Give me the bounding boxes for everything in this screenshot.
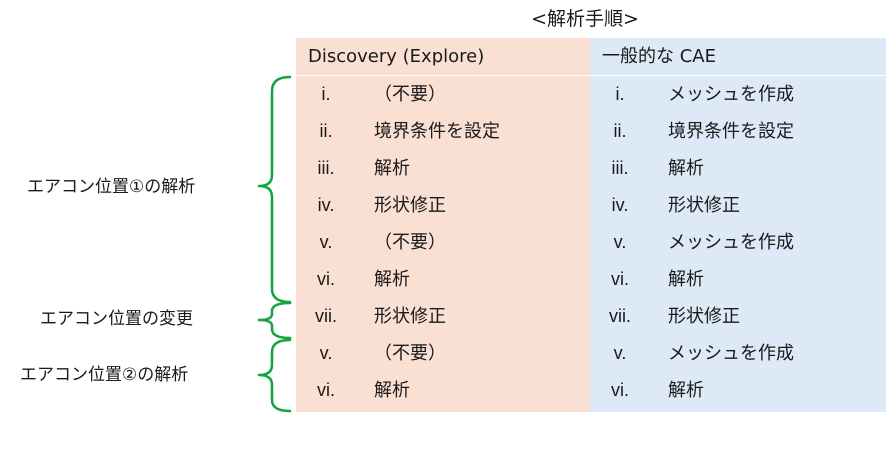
- step-row: iv. 形状修正: [296, 187, 590, 224]
- discovery-column: Discovery (Explore) i. （不要） ii. 境界条件を設定 ii…: [296, 38, 590, 412]
- step-text: 境界条件を設定: [668, 121, 794, 142]
- bracket-group-3: [257, 338, 292, 413]
- step-text: メッシュを作成: [668, 84, 794, 105]
- step-text: 境界条件を設定: [374, 121, 500, 142]
- step-row: vi. 解析: [296, 261, 590, 298]
- step-row: iii. 解析: [296, 150, 590, 187]
- step-row: iii. 解析: [590, 150, 886, 187]
- step-number: v.: [613, 343, 627, 363]
- step-text: 形状修正: [668, 195, 740, 216]
- step-text: 解析: [668, 380, 704, 401]
- step-text: 解析: [374, 380, 410, 401]
- step-row: vii. 形状修正: [590, 298, 886, 335]
- step-row: i. （不要）: [296, 76, 590, 113]
- step-text: 形状修正: [374, 195, 446, 216]
- discovery-column-header: Discovery (Explore): [296, 38, 590, 76]
- step-row: v. （不要）: [296, 224, 590, 261]
- step-text: （不要）: [374, 232, 446, 253]
- step-text: 解析: [668, 158, 704, 179]
- step-number: iii.: [611, 158, 629, 178]
- step-text: 形状修正: [668, 306, 740, 327]
- step-text: 形状修正: [374, 306, 446, 327]
- step-number: vii.: [315, 306, 337, 326]
- step-row: ii. 境界条件を設定: [296, 113, 590, 150]
- general-cae-column-header: 一般的な CAE: [590, 38, 886, 76]
- group-label-position-2: エアコン位置②の解析: [20, 365, 189, 385]
- step-number: vi.: [611, 380, 629, 400]
- step-row: v. （不要）: [296, 335, 590, 372]
- step-row: v. メッシュを作成: [590, 224, 886, 261]
- step-row: i. メッシュを作成: [590, 76, 886, 113]
- step-row: vi. 解析: [296, 372, 590, 409]
- diagram-title: <解析手順>: [531, 8, 639, 30]
- step-number: ii.: [319, 121, 333, 141]
- bracket-group-2: [257, 301, 292, 340]
- step-row: v. メッシュを作成: [590, 335, 886, 372]
- step-number: v.: [319, 232, 333, 252]
- step-number: v.: [319, 343, 333, 363]
- step-text: 解析: [374, 269, 410, 290]
- step-number: i.: [321, 84, 331, 104]
- step-number: iv.: [611, 195, 629, 215]
- step-text: 解析: [374, 158, 410, 179]
- step-text: メッシュを作成: [668, 232, 794, 253]
- group-label-position-change: エアコン位置の変更: [40, 309, 193, 329]
- step-number: vi.: [611, 269, 629, 289]
- step-row: vi. 解析: [590, 372, 886, 409]
- step-number: i.: [615, 84, 625, 104]
- step-number: vi.: [317, 269, 335, 289]
- step-number: iii.: [317, 158, 335, 178]
- step-number: ii.: [613, 121, 627, 141]
- step-row: vi. 解析: [590, 261, 886, 298]
- step-text: （不要）: [374, 84, 446, 105]
- step-row: ii. 境界条件を設定: [590, 113, 886, 150]
- step-text: （不要）: [374, 343, 446, 364]
- bracket-group-1: [257, 75, 292, 304]
- step-text: 解析: [668, 269, 704, 290]
- general-cae-column: 一般的な CAE i. メッシュを作成 ii. 境界条件を設定 iii. 解析 iv.…: [590, 38, 886, 412]
- step-row: vii. 形状修正: [296, 298, 590, 335]
- step-text: メッシュを作成: [668, 343, 794, 364]
- group-label-position-1: エアコン位置①の解析: [27, 177, 196, 197]
- step-number: v.: [613, 232, 627, 252]
- step-number: vi.: [317, 380, 335, 400]
- step-row: iv. 形状修正: [590, 187, 886, 224]
- step-number: vii.: [609, 306, 631, 326]
- step-number: iv.: [317, 195, 335, 215]
